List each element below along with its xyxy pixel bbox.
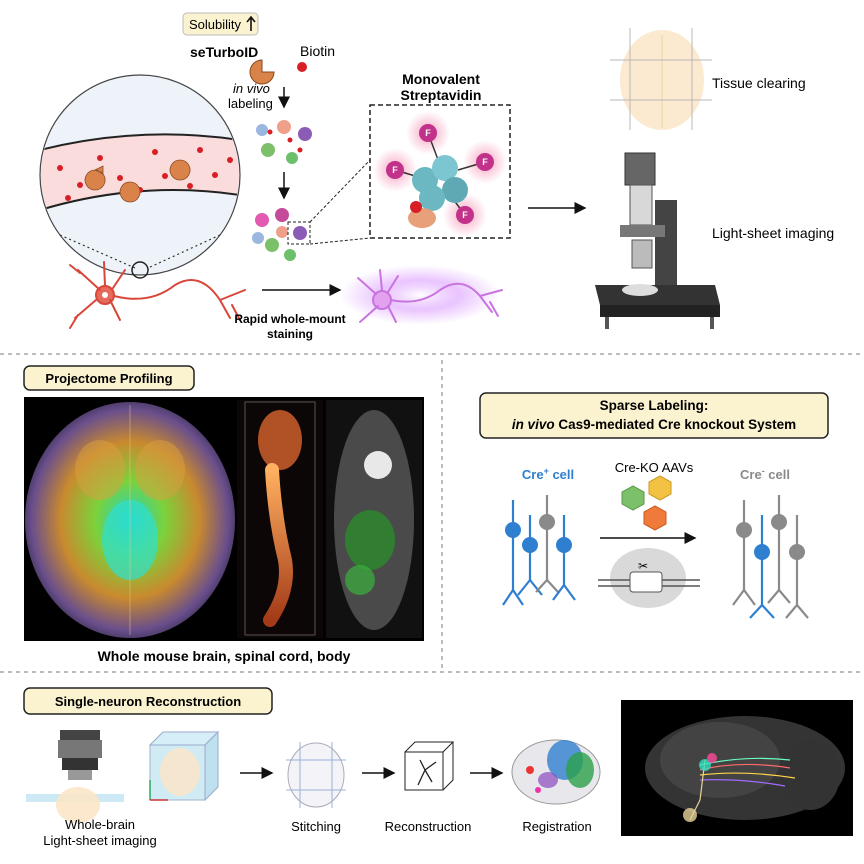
cre-positive-label: Cre+ cell bbox=[522, 466, 574, 482]
sparse-title-2-rest: Cas9-mediated Cre knockout System bbox=[555, 417, 797, 432]
sparse-title-2-em: in vivo bbox=[512, 417, 555, 432]
projectome-caption: Whole mouse brain, spinal cord, body bbox=[98, 648, 351, 664]
cre-negative-neurons bbox=[732, 495, 809, 619]
cre-positive-neurons bbox=[502, 495, 576, 606]
tissue-clearing-label: Tissue clearing bbox=[712, 75, 806, 91]
cre-neg-rest: cell bbox=[765, 467, 790, 482]
step1-label-2: Light-sheet imaging bbox=[43, 833, 156, 848]
in-vivo-label: in vivo bbox=[233, 81, 270, 96]
registration-brain-icon bbox=[511, 739, 601, 805]
cre-neg-base: Cre bbox=[740, 467, 762, 482]
red-neuron-icon bbox=[69, 261, 246, 329]
sparse-title-1: Sparse Labeling: bbox=[600, 398, 709, 413]
projectome-title: Projectome Profiling bbox=[45, 371, 172, 386]
step4-label: Registration bbox=[522, 819, 591, 834]
objective-lens-icon bbox=[26, 730, 124, 823]
imaging-volume-icon bbox=[148, 730, 220, 802]
solubility-tag bbox=[182, 12, 259, 36]
cre-ko-aavs-label: Cre-KO AAVs bbox=[615, 460, 694, 475]
reconstruction-icon bbox=[404, 741, 455, 791]
cre-pos-rest: cell bbox=[549, 467, 574, 482]
streptavidin-label: Streptavidin bbox=[401, 87, 482, 103]
cre-pos-base: Cre bbox=[522, 467, 544, 482]
biotin-label: Biotin bbox=[300, 43, 335, 59]
up-arrow-icon bbox=[246, 15, 256, 31]
vessel-magnifier bbox=[39, 74, 241, 279]
biotin-dot bbox=[297, 62, 307, 72]
protein-cluster-2 bbox=[252, 208, 307, 261]
sparse-title-2: in vivo Cas9-mediated Cre knockout Syste… bbox=[512, 417, 796, 432]
fluor-label-4: F bbox=[462, 210, 468, 220]
seturboid-label: seTurboID bbox=[190, 44, 258, 60]
rapid-staining-label-2: staining bbox=[267, 327, 313, 341]
step2-label: Stitching bbox=[291, 819, 341, 834]
labeling-label: labeling bbox=[228, 96, 273, 111]
projectome-title-box bbox=[23, 365, 195, 391]
rapid-staining-label-1: Rapid whole-mount bbox=[234, 312, 345, 326]
recon-title: Single-neuron Reconstruction bbox=[55, 694, 241, 709]
cre-pos-sup: + bbox=[544, 466, 549, 476]
cre-negative-label: Cre- cell bbox=[740, 466, 790, 482]
fluor-label-3: F bbox=[392, 165, 398, 175]
light-sheet-label: Light-sheet imaging bbox=[712, 225, 834, 241]
step3-label: Reconstruction bbox=[385, 819, 472, 834]
fluor-label-1: F bbox=[425, 128, 431, 138]
aav-capsid-icons bbox=[621, 475, 672, 531]
stained-neuron-icon bbox=[340, 265, 503, 325]
cas9-dna-cut-icon: ✂ bbox=[598, 548, 700, 608]
monovalent-label: Monovalent bbox=[402, 71, 480, 87]
streptavidin-complex: F F F F bbox=[373, 111, 507, 237]
projectome-image bbox=[24, 397, 424, 641]
sparse-title-box bbox=[479, 392, 829, 439]
cre-neg-sup: - bbox=[762, 466, 765, 476]
seturboid-icon bbox=[249, 59, 275, 85]
neuron-reconstruction-render bbox=[621, 700, 853, 836]
step1-label-1: Whole-brain bbox=[65, 817, 135, 832]
stitching-icon bbox=[286, 742, 346, 808]
cleared-brain-icon bbox=[610, 28, 712, 130]
protein-cluster-1 bbox=[256, 120, 312, 164]
solubility-label: Solubility bbox=[189, 17, 242, 32]
recon-title-box bbox=[23, 687, 273, 715]
fluor-label-2: F bbox=[482, 157, 488, 167]
scissors-icon: ✂ bbox=[638, 559, 648, 573]
light-sheet-microscope-icon bbox=[595, 152, 720, 329]
